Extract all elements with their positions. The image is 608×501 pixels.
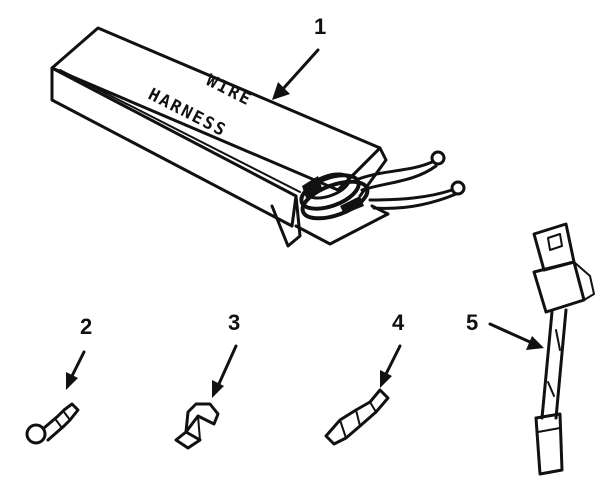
- callout-label-3: 3: [228, 310, 240, 335]
- callout-arrow-2: [66, 350, 86, 390]
- callout-label-4: 4: [392, 310, 405, 335]
- female-disconnect-part: [324, 388, 390, 446]
- ring-terminal-part: [25, 402, 80, 445]
- callout-label-1: 1: [314, 14, 326, 39]
- callout-arrow-3: [212, 344, 238, 398]
- callout-arrow-4: [380, 344, 402, 388]
- callout-arrow-5: [488, 322, 544, 350]
- wire-harness-box: WIRE HARNESS: [50, 26, 466, 248]
- box-text-line1: WIRE: [203, 71, 256, 111]
- callout-label-5: 5: [466, 310, 478, 335]
- jumper-wire-connector-part: [532, 222, 595, 476]
- flag-terminal-part: [174, 402, 220, 450]
- callout-label-2: 2: [80, 314, 92, 339]
- callout-arrow-1: [272, 48, 320, 100]
